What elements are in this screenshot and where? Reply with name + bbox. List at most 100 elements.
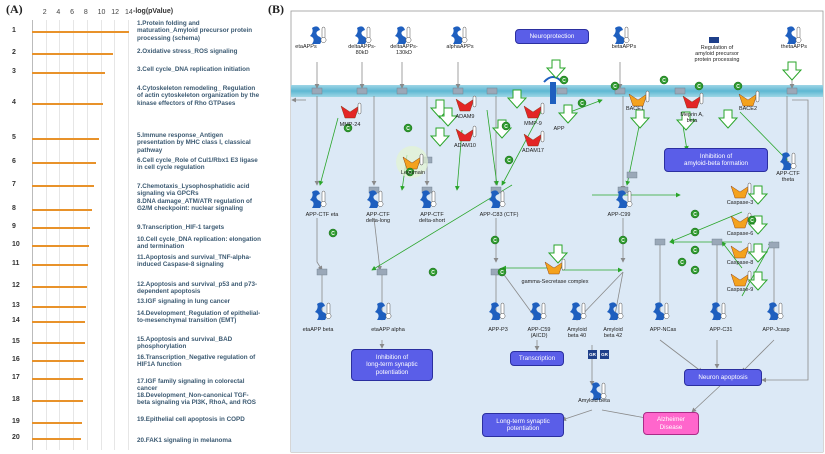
edge-mechanism-badge [618, 235, 628, 245]
fragment-app-ctf-theta: APP-CTF theta [776, 171, 800, 183]
bar-category-label: 6 [12, 158, 16, 165]
pathway-term: 6.Cell cycle_Role of Cul1/Rbx1 E3 ligase… [137, 157, 261, 172]
bar-category-label: 19 [12, 418, 20, 425]
node-deltaapps-130kd: deltaAPPs- 130kD [390, 44, 418, 56]
enzyme-caspase9-label: Caspase-9 [726, 287, 754, 293]
bar-category-label: 16 [12, 356, 20, 363]
enzyme-bace1-label: BACE1 [625, 106, 645, 112]
edge-mechanism-badge-label: C [693, 268, 697, 274]
protein-icon [530, 302, 542, 320]
pathway-edges [291, 62, 809, 422]
edge-mechanism-badge-label: C [346, 126, 350, 132]
enzyme-icon [682, 95, 702, 109]
enzyme-legumain-label: Legumain [400, 170, 426, 176]
activation-edge [721, 241, 743, 269]
enzyme-adam10-label: ADAM10 [453, 143, 476, 149]
expression-thermometer-bulb [499, 201, 506, 207]
pathway-term-text: Cell cycle_DNA replication initiation [142, 66, 250, 73]
complex-node [311, 87, 323, 95]
enzyme-bace2-label: BACE2 [738, 106, 758, 112]
edge-mechanism-badge-label: C [504, 124, 508, 130]
complex-node [786, 87, 798, 95]
protein-icon [310, 190, 322, 208]
complex-node [674, 87, 686, 95]
gridline [59, 20, 61, 450]
pathway-term-rank: 12. [137, 281, 146, 288]
enzyme-icon [402, 156, 422, 170]
process-neuron-apoptosis: Neuron apoptosis [684, 369, 762, 386]
pathway-term-rank: 6. [137, 157, 143, 164]
edge-mechanism-badge-label: C [693, 248, 697, 254]
process-inhibition-amyloid-beta: Inhibition of amyloid-beta formation [664, 148, 768, 172]
bar [32, 360, 85, 362]
pathway-term-text: FAK1 signaling in melanoma [145, 437, 232, 444]
edge-mechanism-badge [405, 167, 415, 177]
pathway-term: 2.Oxidative stress_ROS signaling [137, 48, 261, 55]
expression-thermometer-icon [419, 153, 424, 166]
pathway-term: 13.IGF signaling in lung cancer [137, 298, 261, 305]
node-thetaapps: thetaAPPs [781, 44, 807, 50]
pathway-term: 12.Apoptosis and survival_p53 and p73-de… [137, 281, 261, 296]
x-tick-label: 4 [56, 9, 61, 16]
pathway-term-rank: 15. [137, 336, 146, 343]
fragment-app-ncas: APP-NCas [649, 327, 677, 333]
pathway-term-rank: 19. [137, 416, 146, 423]
disease-alzheimer: Alzheimer Disease [643, 412, 699, 435]
transformation-edge [691, 383, 723, 413]
activation-arrow-icon [429, 127, 451, 147]
protein-icon [367, 190, 379, 208]
expression-thermometer-bulb [320, 201, 327, 207]
transformation-edge [741, 339, 775, 373]
transformation-edge [659, 339, 703, 373]
enzyme-icon [730, 185, 750, 199]
bar [32, 321, 86, 323]
pathway-term: 14.Development_Regulation of epithelial-… [137, 310, 261, 325]
edge-mechanism-badge-label: C [408, 170, 412, 176]
transformation-edge [561, 409, 593, 422]
expression-thermometer-bulb [499, 313, 506, 319]
edge-mechanism-badge [677, 257, 687, 267]
expression-thermometer-bulb [790, 163, 797, 169]
gridline [45, 20, 47, 450]
complex-node [626, 171, 638, 179]
enzyme-gamma-secretase-label: gamma-Secretase complex [521, 279, 589, 285]
protein-icon [570, 302, 582, 320]
fragment-app-c83: APP-C83 (CTF) [479, 212, 519, 218]
expression-thermometer-bulb [777, 313, 784, 319]
complex-node [452, 87, 464, 95]
edge-mechanism-badge-label: C [680, 260, 684, 266]
bar-category-label: 15 [12, 338, 20, 345]
edge-mechanism-badge [690, 245, 700, 255]
complex-node [376, 268, 388, 276]
bar [32, 245, 89, 247]
pathway-term-rank: 13. [137, 298, 146, 305]
edge-mechanism-badge [559, 75, 569, 85]
expression-thermometer-icon [645, 90, 650, 103]
pathway-term-rank: 11. [137, 254, 146, 261]
x-tick-label: 6 [70, 9, 75, 16]
pathway-term-rank: 16. [137, 354, 146, 361]
edge-mechanism-badge-label: C [693, 230, 697, 236]
bar-category-label: 5 [12, 134, 16, 141]
pathway-term-text: DNA damage_ATM/ATR regulation of G2/M ch… [137, 198, 252, 213]
activation-arrow-icon [629, 109, 651, 129]
expression-thermometer-icon [561, 258, 566, 271]
pathway-term-text: IGF signaling in lung cancer [145, 298, 231, 305]
pathway-term: 18.Development_Non-canonical TGF-beta si… [137, 392, 261, 407]
pathway-term: 16.Transcription_Negative regulation of … [137, 354, 261, 369]
transformation-edge [373, 217, 382, 271]
edge-mechanism-badge [610, 81, 620, 91]
gr-tag: GR [588, 350, 597, 359]
bar-category-label: 2 [12, 49, 16, 56]
pathway-term-text: Transcription_HIF-1 targets [142, 224, 225, 231]
complex-node [396, 87, 408, 95]
activation-arrow-icon [781, 61, 803, 81]
expression-thermometer-bulb [540, 313, 547, 319]
protein-icon [310, 26, 322, 44]
pathway-term-text: Oxidative stress_ROS signaling [142, 48, 238, 55]
fragment-app-ctf-delta-long: APP-CTF delta-long [365, 212, 391, 224]
pathway-term-rank: 2. [137, 48, 143, 55]
pathway-term-rank: 10. [137, 236, 146, 243]
edge-mechanism-badge [497, 267, 507, 277]
bar [32, 342, 85, 344]
